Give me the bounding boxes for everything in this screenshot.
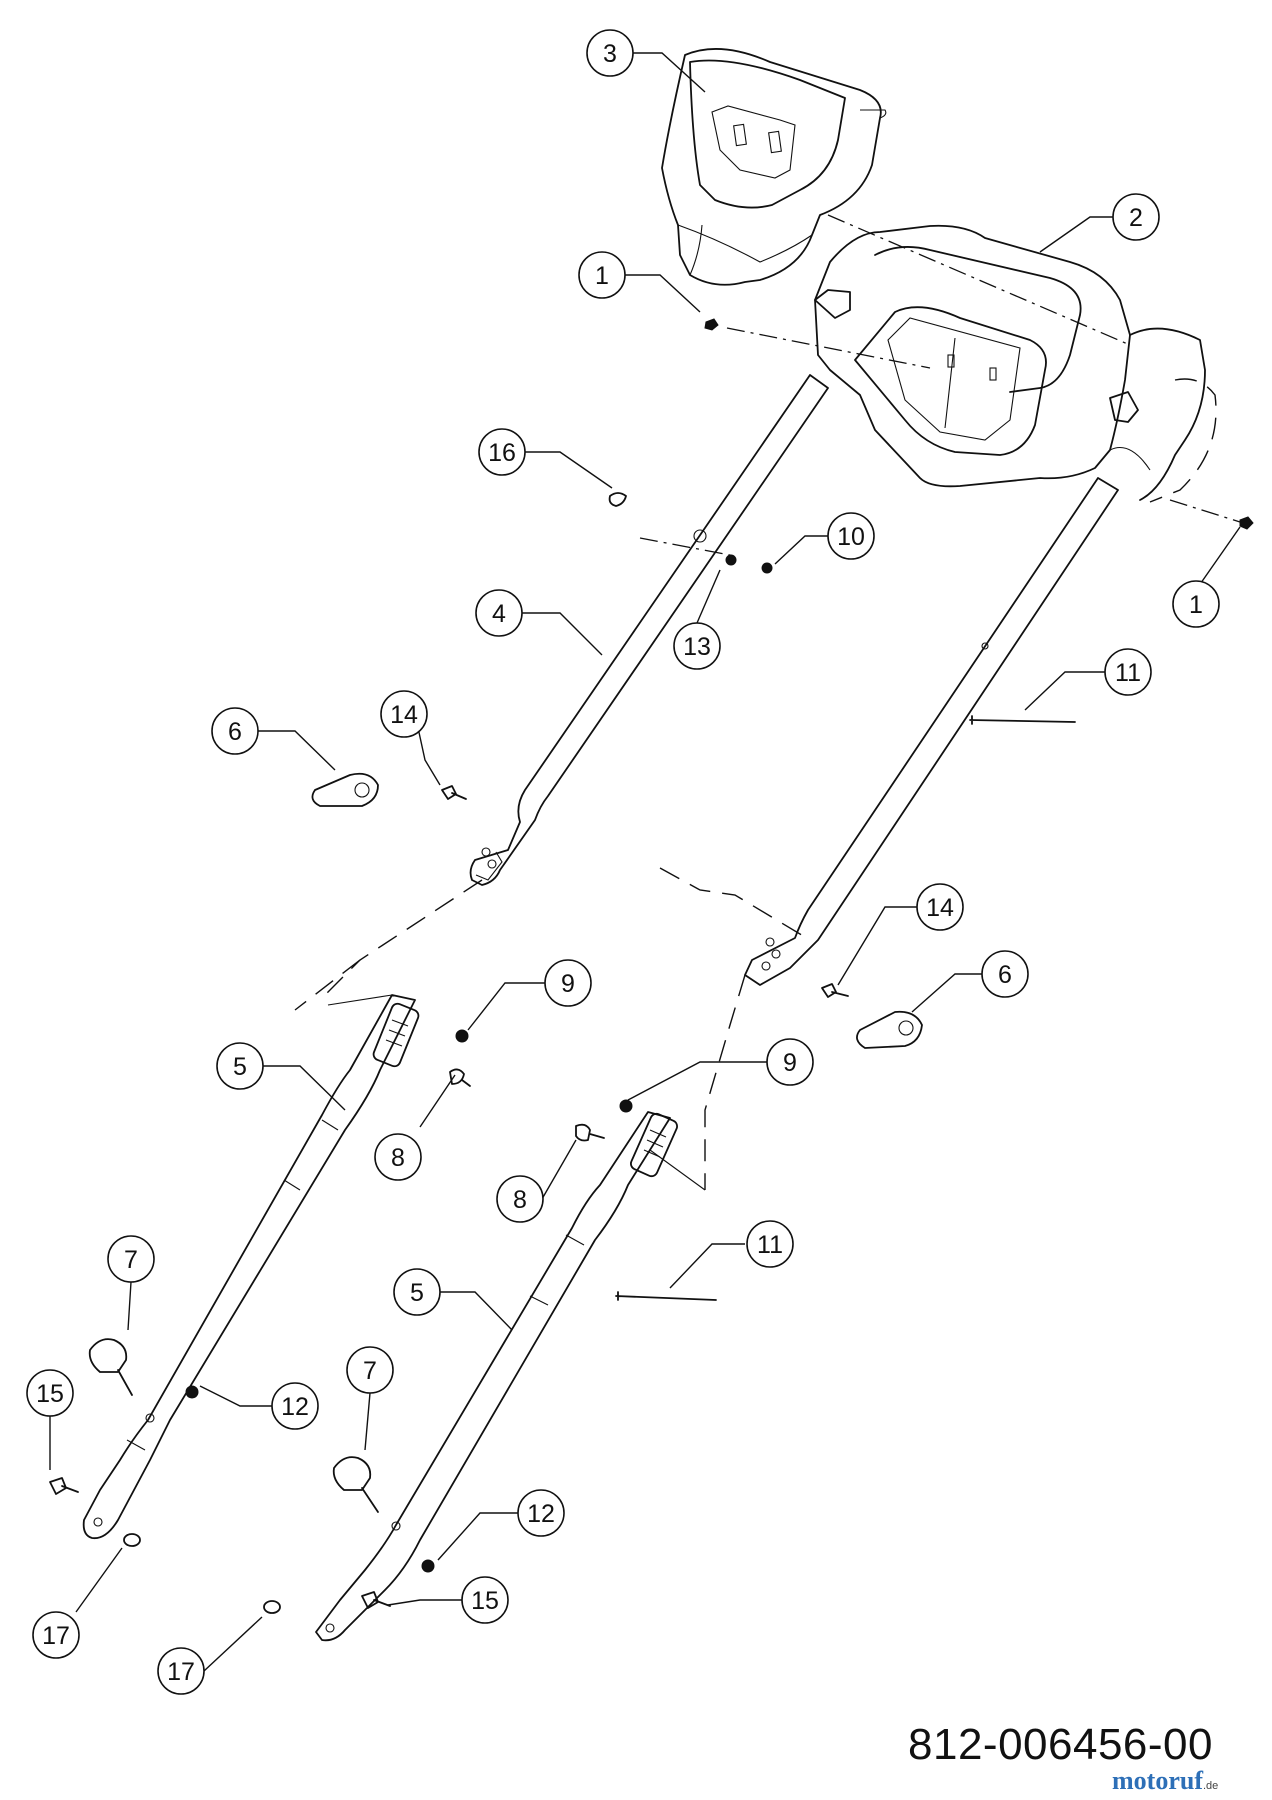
callout-group: 3 2 1 16 10 13 1 4 11 6 14 14 6 9 5 9 8 … [26, 29, 1220, 1695]
assembly-lines [294, 214, 1241, 1191]
callout-8: 8 [496, 1175, 544, 1223]
callout-16: 16 [478, 428, 526, 476]
callout-12: 12 [271, 1382, 319, 1430]
svg-text:4: 4 [492, 600, 506, 628]
part-handle-console [814, 224, 1217, 503]
watermark-text: motoruf [1112, 1766, 1203, 1795]
svg-text:9: 9 [783, 1049, 797, 1077]
svg-text:15: 15 [36, 1380, 64, 1408]
svg-text:8: 8 [391, 1144, 405, 1172]
svg-text:12: 12 [527, 1500, 555, 1528]
part-upper-handle [469, 374, 1119, 986]
callout-3: 3 [586, 29, 634, 77]
part-cover-panel [661, 48, 887, 286]
svg-text:8: 8 [513, 1186, 527, 1214]
callout-7: 7 [107, 1235, 155, 1283]
svg-text:17: 17 [167, 1658, 195, 1686]
callout-15: 15 [461, 1576, 509, 1624]
callout-9: 9 [544, 959, 592, 1007]
svg-text:14: 14 [390, 701, 418, 729]
svg-text:10: 10 [837, 523, 865, 551]
callout-10: 10 [827, 512, 875, 560]
svg-text:9: 9 [561, 970, 575, 998]
watermark-logo: motoruf.de [1112, 1766, 1218, 1796]
svg-text:15: 15 [471, 1587, 499, 1615]
callout-8: 8 [374, 1133, 422, 1181]
svg-text:17: 17 [42, 1622, 70, 1650]
svg-text:11: 11 [1115, 659, 1141, 687]
callout-5: 5 [393, 1268, 441, 1316]
svg-text:6: 6 [998, 961, 1012, 989]
callout-9: 9 [766, 1038, 814, 1086]
svg-text:16: 16 [488, 439, 516, 467]
svg-text:1: 1 [595, 262, 609, 290]
svg-text:2: 2 [1129, 204, 1143, 232]
svg-text:5: 5 [410, 1279, 424, 1307]
callout-6: 6 [981, 950, 1029, 998]
part-lower-handle [82, 994, 678, 1642]
hardware [49, 318, 1254, 1614]
callout-4: 4 [475, 589, 523, 637]
svg-text:3: 3 [603, 40, 617, 68]
svg-text:14: 14 [926, 894, 954, 922]
callout-7: 7 [346, 1346, 394, 1394]
svg-text:7: 7 [124, 1246, 138, 1274]
svg-text:7: 7 [363, 1357, 377, 1385]
callout-5: 5 [216, 1042, 264, 1090]
callout-11: 11 [746, 1220, 794, 1268]
callout-15: 15 [26, 1369, 74, 1417]
svg-text:12: 12 [281, 1393, 309, 1421]
callout-17: 17 [32, 1611, 80, 1659]
callout-14: 14 [916, 883, 964, 931]
callout-2: 2 [1112, 193, 1160, 241]
svg-text:5: 5 [233, 1053, 247, 1081]
callout-12: 12 [517, 1489, 565, 1537]
callout-14: 14 [380, 690, 428, 738]
watermark-suffix: .de [1202, 1780, 1219, 1792]
svg-text:6: 6 [228, 718, 242, 746]
callout-17: 17 [157, 1647, 205, 1695]
callout-13: 13 [673, 622, 721, 670]
leader-lines [49, 52, 1241, 1672]
svg-text:1: 1 [1189, 591, 1203, 619]
diagram-part-number: 812-006456-00 [908, 1720, 1213, 1769]
callout-11: 11 [1104, 648, 1152, 696]
callout-6: 6 [211, 707, 259, 755]
svg-text:13: 13 [683, 633, 711, 661]
svg-text:11: 11 [757, 1231, 783, 1259]
callout-1: 1 [1172, 580, 1220, 628]
callout-1: 1 [578, 251, 626, 299]
